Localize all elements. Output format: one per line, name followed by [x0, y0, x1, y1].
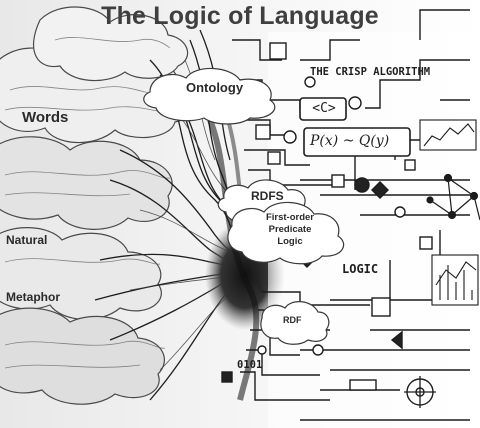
page-title: The Logic of Language — [101, 2, 379, 30]
label-metaphor: Metaphor — [6, 290, 60, 304]
cloud-left-group — [0, 6, 194, 405]
label-ontology: Ontology — [186, 80, 244, 95]
label-words: Words — [22, 109, 69, 126]
label-rdf: RDF — [283, 315, 302, 325]
binary-text: 0101 — [237, 359, 263, 371]
formula-text: P(x) ~ Q(y) — [310, 133, 390, 149]
logic-text: LOGIC — [342, 262, 379, 276]
label-logic-cloud: Logic — [277, 236, 303, 247]
label-first-order: First-order — [265, 212, 315, 223]
code-tag-text: <C> — [312, 101, 336, 116]
crisp-algorithm-text: THE CRISP ALGORITHM — [310, 66, 431, 78]
label-rdfs: RDFS — [251, 189, 284, 203]
label-natural: Natural — [6, 233, 48, 247]
label-predicate: Predicate — [268, 224, 312, 235]
